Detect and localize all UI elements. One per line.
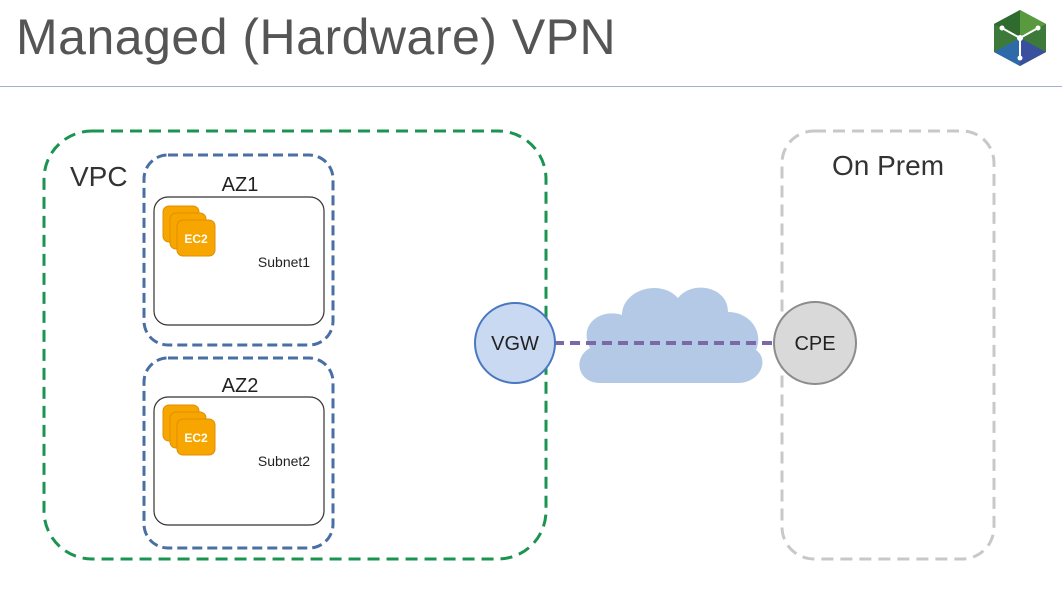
az1-label: AZ1 xyxy=(222,174,259,196)
vpc-label: VPC xyxy=(70,161,128,192)
ec2-label: EC2 xyxy=(184,232,208,246)
ec2-instance-icon: EC2 xyxy=(162,404,216,456)
slide-title: Managed (Hardware) VPN xyxy=(16,9,617,65)
brand-logo-icon xyxy=(994,10,1046,66)
ec2-label: EC2 xyxy=(184,431,208,445)
subnet2-label: Subnet2 xyxy=(258,453,310,469)
subnet1-label: Subnet1 xyxy=(258,254,310,270)
az1-container xyxy=(142,153,335,347)
title-divider xyxy=(0,86,1062,87)
internet-cloud-icon xyxy=(579,287,763,383)
vgw-node xyxy=(474,302,556,384)
cpe-node xyxy=(773,301,857,385)
az2-label: AZ2 xyxy=(222,375,259,397)
cpe-label: CPE xyxy=(794,333,835,355)
ec2-instance-icon: EC2 xyxy=(162,205,216,257)
az2-container xyxy=(142,356,335,550)
vgw-label: VGW xyxy=(491,333,539,355)
onprem-label: On Prem xyxy=(832,150,944,181)
